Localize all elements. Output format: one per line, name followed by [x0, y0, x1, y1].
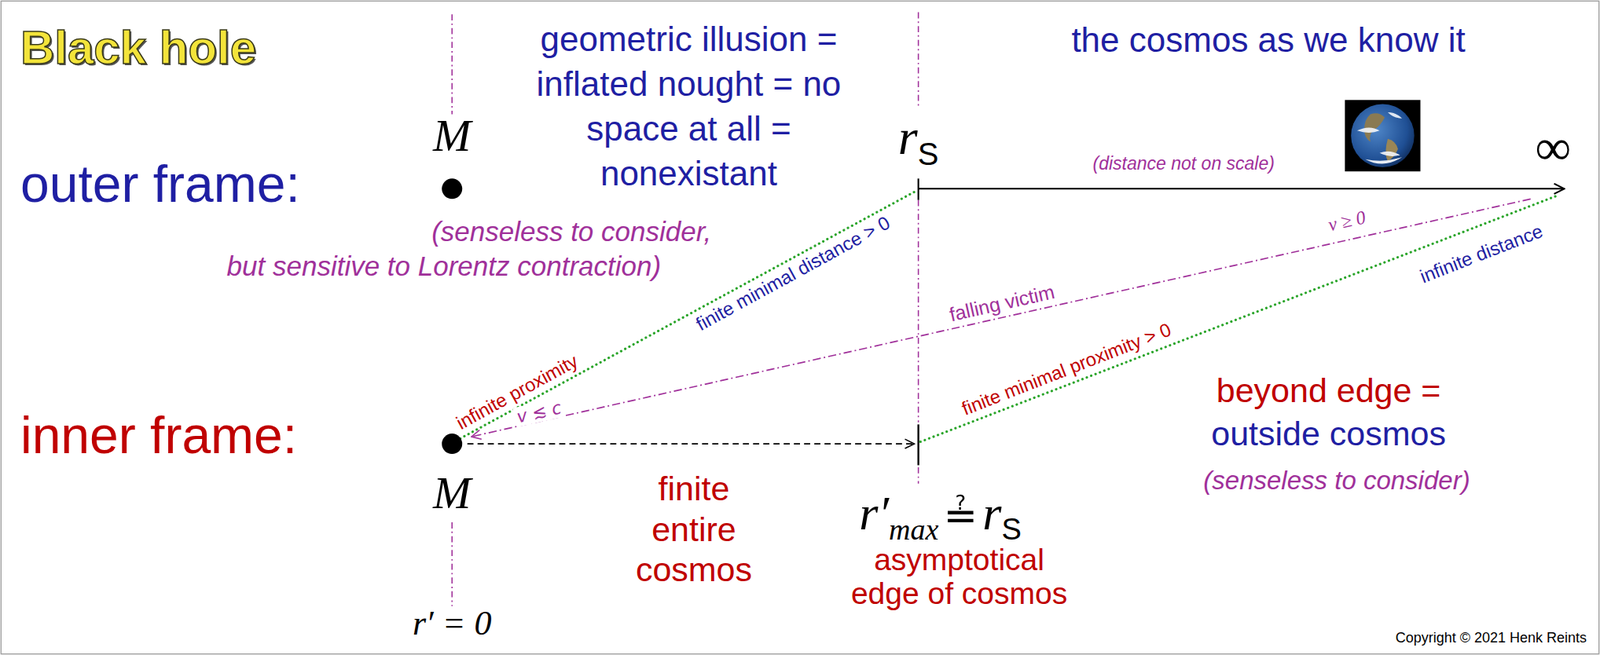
line-label: finite minimal proximity > 0 [958, 319, 1175, 421]
mass-label: M [433, 467, 471, 521]
scale-note: (distance not on scale) [1093, 153, 1275, 174]
rs-tick [917, 178, 920, 200]
copyright-note: Copyright © 2021 Henk Reints [1395, 630, 1587, 647]
edge-tick [917, 424, 919, 466]
radius-subscript: S [917, 136, 940, 172]
line-label: infinite distance [1416, 220, 1546, 288]
diagram-title: Black hole [20, 20, 257, 75]
side-note: (senseless to consider) [1203, 466, 1470, 496]
side-note: (senseless to consider, [431, 216, 712, 248]
radius-symbol: r [898, 109, 918, 166]
inner-axis [467, 443, 915, 445]
line-label: finite minimal distance > 0 [692, 211, 894, 335]
mass-label: M [433, 110, 471, 163]
radius-subscript: S [1001, 513, 1022, 547]
radius-symbol: r [982, 486, 1002, 540]
rs-symbol: rS [898, 108, 940, 173]
region-note: beyond edge = [1216, 371, 1442, 411]
radius-subscript: max [888, 513, 939, 547]
region-note: finite entire cosmos [624, 469, 763, 591]
mass-dot [441, 178, 463, 199]
mass-dot [441, 433, 463, 455]
guide-lines [451, 12, 918, 607]
origin-label: r′ = 0 [412, 604, 492, 645]
line-label: falling victim [947, 280, 1057, 327]
radius-symbol: r′ [858, 486, 889, 540]
infinity-symbol: ∞ [1534, 118, 1571, 177]
edge-note: asymptotical edge of cosmos [841, 543, 1078, 612]
edge-formula: r′max≟rS [858, 485, 1022, 547]
frame-name: inner frame: [20, 406, 298, 467]
region-note: outside cosmos [1211, 414, 1446, 454]
region-note: geometric illusion = inflated nought = n… [534, 16, 843, 197]
region-note: the cosmos as we know it [1071, 20, 1465, 61]
side-note: but sensitive to Lorentz contraction) [227, 250, 662, 283]
outer-axis [918, 187, 1565, 190]
velocity-label: v ≥ 0 [1326, 206, 1369, 236]
frame-name: outer frame: [20, 154, 301, 215]
relation-symbol: ≟ [943, 491, 979, 540]
earth-picture [1344, 99, 1421, 172]
